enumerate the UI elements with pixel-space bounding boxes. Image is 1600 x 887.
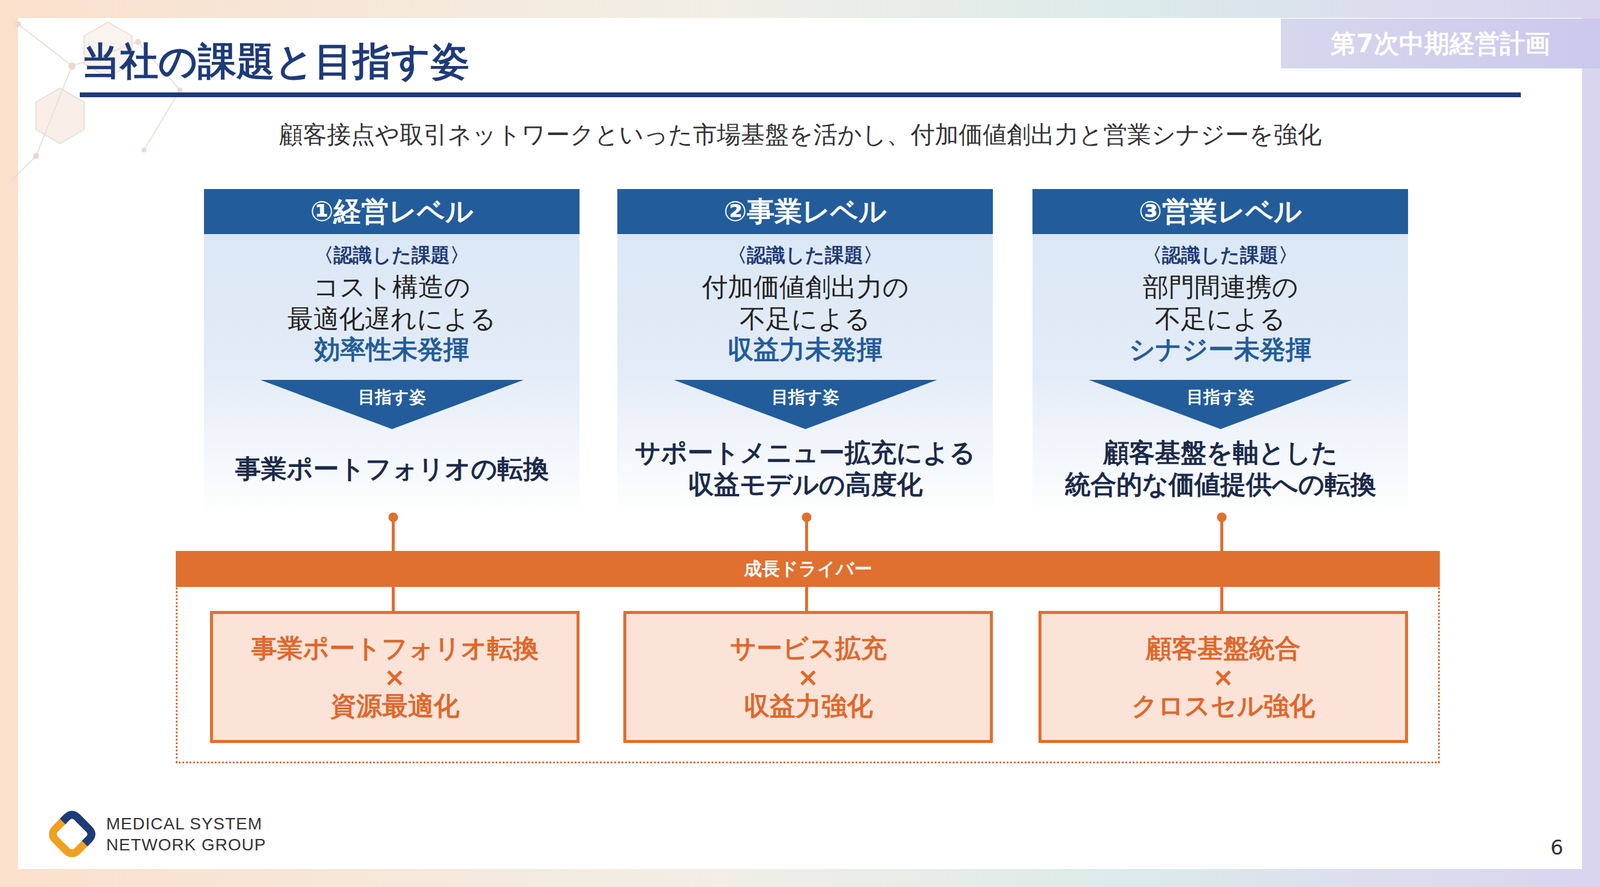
driver-text: 事業ポートフォリオ転換 [251, 633, 539, 663]
issue-highlight: 収益力未発揮 [617, 333, 993, 366]
goal-arrow: 目指す姿 [673, 379, 938, 429]
driver-box: 顧客基盤統合×クロスセル強化 [1038, 610, 1409, 743]
decor-network [0, 0, 300, 198]
driver-band: 成長ドライバー [175, 550, 1440, 587]
driver-text: クロスセル強化 [1131, 691, 1316, 720]
driver-text: × [383, 662, 406, 692]
level-header: ①経営レベル [203, 188, 580, 234]
driver-text: 顧客基盤統合 [1145, 633, 1301, 663]
issue-highlight: 効率性未発揮 [203, 333, 580, 366]
logo-mark [44, 807, 100, 861]
driver-text: 資源最適化 [330, 691, 460, 720]
logo-text: MEDICAL SYSTEM NETWORK GROUP [106, 812, 299, 855]
driver-text: × [797, 662, 819, 692]
page-title: 当社の課題と目指す姿 [81, 37, 470, 86]
level-column: ②事業レベル〈認識した課題〉付加価値創出力の 不足による収益力未発揮サポートメニ… [617, 188, 993, 518]
driver-text: サービス拡充 [730, 633, 887, 663]
driver-text: × [1212, 662, 1235, 692]
connector-dot [388, 512, 399, 522]
page-number: 6 [1535, 835, 1578, 860]
driver-box: 事業ポートフォリオ転換×資源最適化 [209, 610, 580, 743]
level-header: ②事業レベル [617, 188, 993, 234]
issue-heading: 〈認識した課題〉 [617, 242, 993, 267]
issue-heading: 〈認識した課題〉 [203, 242, 580, 267]
level-column: ①経営レベル〈認識した課題〉コスト構造の 最適化遅れによる効率性未発揮事業ポート… [203, 188, 580, 518]
connector-dot [802, 512, 812, 522]
issue-text: コスト構造の 最適化遅れによる [271, 271, 512, 335]
driver-text: 収益力強化 [743, 691, 873, 720]
goal-text: 事業ポートフォリオの転換 [211, 438, 572, 499]
plan-tag: 第7次中期経営計画 [1280, 18, 1600, 69]
goal-text: サポートメニュー拡充による 収益モデルの高度化 [625, 438, 986, 499]
title-underline [79, 92, 1521, 98]
goal-arrow: 目指す姿 [260, 379, 524, 429]
arrow-label: 目指す姿 [673, 386, 938, 408]
triangle-fill [1088, 379, 1353, 429]
subtitle: 顧客接点や取引ネットワークといった市場基盤を活かし、付加価値創出力と営業シナジー… [0, 117, 1600, 152]
connector-line [1220, 517, 1224, 611]
connector-line [391, 517, 395, 611]
connector-line [805, 517, 809, 611]
level-header: ③営業レベル [1032, 188, 1409, 234]
issue-highlight: シナジー未発揮 [1032, 333, 1409, 366]
driver-group: 成長ドライバー事業ポートフォリオ転換×資源最適化サービス拡充×収益力強化顧客基盤… [175, 550, 1440, 764]
arrow-label: 目指す姿 [260, 386, 524, 408]
issue-text: 付加価値創出力の 不足による [685, 271, 926, 335]
driver-box: サービス拡充×収益力強化 [623, 610, 993, 743]
issue-text: 部門間連携の 不足による [1100, 271, 1341, 335]
issue-heading: 〈認識した課題〉 [1032, 242, 1409, 267]
level-column: ③営業レベル〈認識した課題〉部門間連携の 不足によるシナジー未発揮顧客基盤を軸と… [1032, 188, 1409, 518]
connector-dot [1217, 512, 1227, 522]
triangle-fill [260, 379, 524, 429]
triangle-fill [673, 379, 938, 429]
goal-text: 顧客基盤を軸とした 統合的な価値提供への転換 [1040, 438, 1401, 499]
goal-arrow: 目指す姿 [1088, 379, 1353, 429]
arrow-label: 目指す姿 [1088, 386, 1353, 408]
